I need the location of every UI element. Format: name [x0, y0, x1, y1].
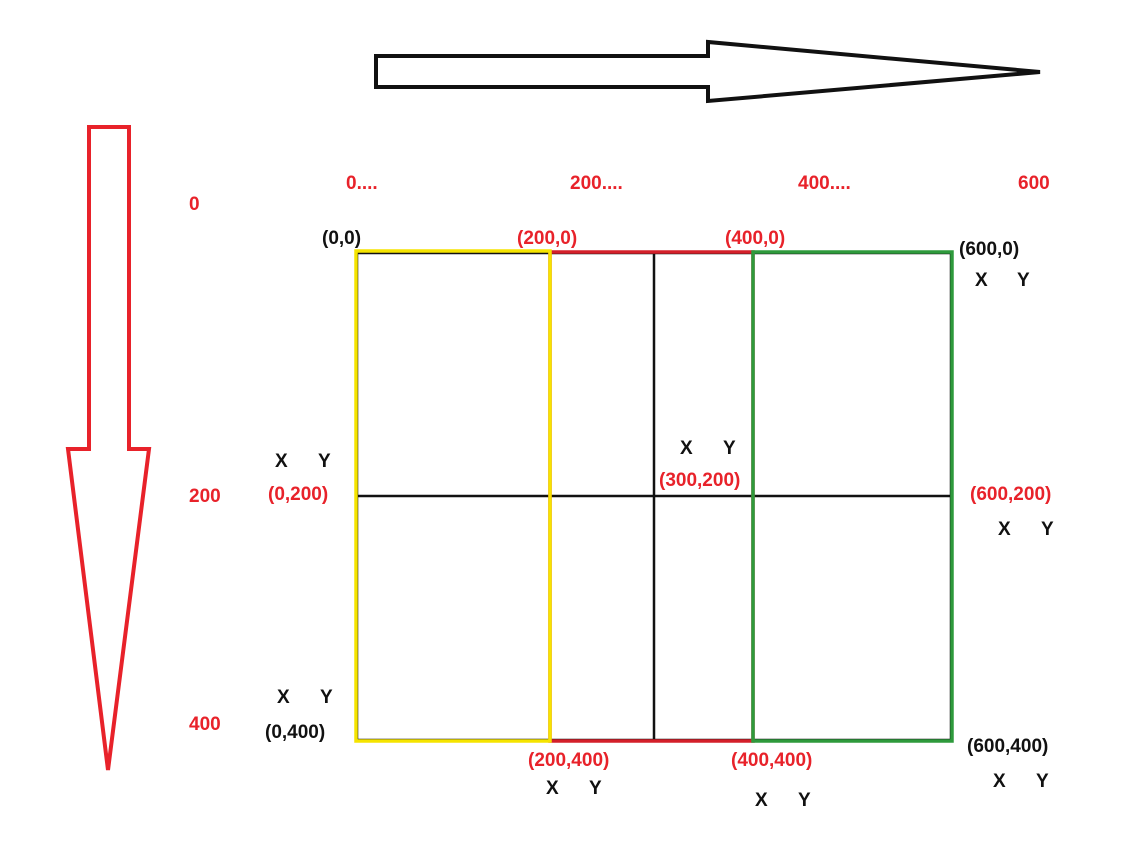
x-tick-400: 400.... [798, 173, 851, 194]
point-label-0-400: (0,400) [265, 722, 325, 743]
region-green [751, 250, 954, 743]
xy-y-0-400: Y [320, 687, 333, 708]
point-label-0-0: (0,0) [322, 228, 361, 249]
point-label-400-400: (400,400) [731, 750, 812, 771]
xy-y-0-200: Y [318, 451, 331, 472]
point-label-200-400: (200,400) [528, 750, 609, 771]
xy-y-600-0: Y [1017, 270, 1030, 291]
right-arrow-icon [374, 39, 1041, 104]
point-label-300-200: (300,200) [659, 470, 740, 491]
xy-x-0-200: X [275, 451, 288, 472]
xy-y-600-400: Y [1036, 771, 1049, 792]
xy-y-200-400: Y [589, 778, 602, 799]
xy-y-600-200: Y [1041, 519, 1054, 540]
xy-x-600-400: X [993, 771, 1006, 792]
xy-y-300-200: Y [723, 438, 736, 459]
point-label-600-0: (600,0) [959, 239, 1019, 260]
x-tick-600: 600 [1018, 173, 1050, 194]
xy-x-400-400: X [755, 790, 768, 811]
x-tick-0: 0.... [346, 173, 378, 194]
y-tick-200: 200 [189, 486, 221, 507]
xy-x-600-0: X [975, 270, 988, 291]
xy-x-600-200: X [998, 519, 1011, 540]
xy-y-400-400: Y [798, 790, 811, 811]
down-arrow-icon [65, 125, 152, 771]
xy-x-200-400: X [546, 778, 559, 799]
point-label-200-0: (200,0) [517, 228, 577, 249]
y-tick-0: 0 [189, 194, 200, 215]
point-label-600-400: (600,400) [967, 736, 1048, 757]
point-label-600-200: (600,200) [970, 484, 1051, 505]
region-yellow [354, 249, 552, 743]
y-tick-400: 400 [189, 714, 221, 735]
point-label-0-200: (0,200) [268, 484, 328, 505]
xy-x-300-200: X [680, 438, 693, 459]
xy-x-0-400: X [277, 687, 290, 708]
point-label-400-0: (400,0) [725, 228, 785, 249]
x-tick-200: 200.... [570, 173, 623, 194]
